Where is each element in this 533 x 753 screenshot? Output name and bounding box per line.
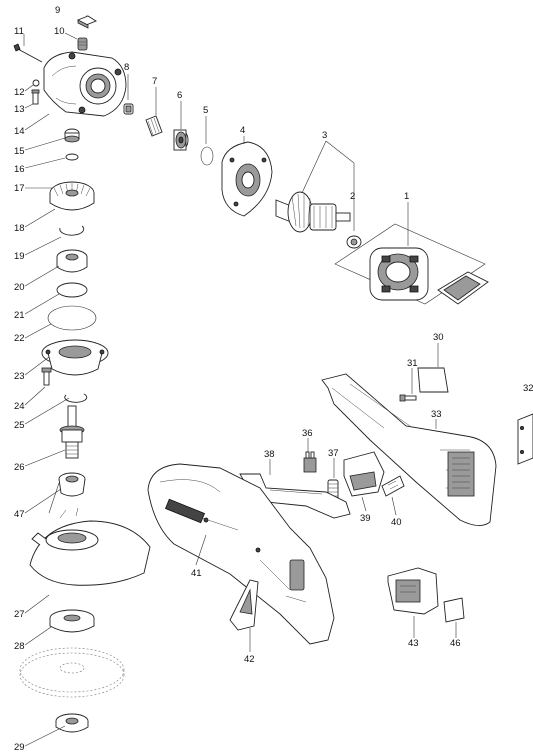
callout-46: 46 [450, 638, 461, 649]
callout-11: 11 [14, 26, 24, 37]
part-5-oring [200, 146, 214, 166]
part-3-armature [275, 191, 351, 233]
part-26-spindle [59, 405, 85, 459]
callout-4: 4 [240, 125, 245, 136]
callout-38: 38 [264, 449, 275, 460]
part-1-stator [334, 223, 489, 305]
callout-18: 18 [14, 223, 25, 234]
part-23-bearing-box [41, 339, 109, 376]
callout-labels: 9 10 11 8 7 12 6 13 5 14 4 3 15 16 17 2 … [14, 5, 533, 753]
callout-21: 21 [14, 310, 25, 321]
callout-14: 14 [14, 126, 25, 137]
callout-20: 20 [14, 282, 25, 293]
part-12-oring [32, 79, 40, 87]
callout-37: 37 [328, 448, 339, 459]
grinding-wheel-dashed [19, 647, 125, 698]
part-7-pinion [145, 115, 163, 137]
part-42-bracket [229, 579, 259, 631]
part-16-ring [65, 153, 79, 161]
callout-30: 30 [433, 332, 444, 343]
part-31-screw [399, 394, 417, 402]
part-2-bearing [346, 235, 362, 249]
part-25-retaining-ring [64, 393, 88, 403]
callout-2: 2 [350, 191, 355, 202]
part-28-inner-flange [49, 609, 95, 633]
callout-10: 10 [54, 26, 65, 37]
callout-8: 8 [124, 62, 129, 73]
part-11-screw [13, 43, 43, 63]
part-39-slider [381, 475, 405, 497]
leader-lines [23, 15, 457, 747]
callout-32: 32 [523, 383, 533, 394]
callout-36: 36 [302, 428, 313, 439]
part-21-ring [56, 282, 88, 298]
callout-5: 5 [203, 105, 208, 116]
callout-33: 33 [431, 409, 442, 420]
callout-25: 25 [14, 420, 25, 431]
part-9-lock-button [77, 15, 97, 29]
part-18-retaining-ring [59, 225, 85, 236]
part-40-switch [343, 451, 385, 497]
callout-39: 40 [391, 517, 402, 528]
part-32-bracket [517, 413, 533, 465]
callout-41: 41 [191, 568, 202, 579]
callout-31: 31 [407, 358, 418, 369]
callout-16: 16 [14, 164, 25, 175]
part-33-housing-half [321, 373, 497, 526]
part-27-wheel-guard [29, 507, 151, 586]
part-4-bearing-plate [221, 141, 273, 217]
callout-29: 29 [14, 742, 25, 753]
part-24-screw [41, 367, 52, 386]
callout-24: 24 [14, 401, 25, 412]
part-15-bearing [64, 128, 80, 143]
part-22-oring [47, 305, 97, 331]
callout-6: 6 [177, 90, 182, 101]
callout-12: 12 [14, 87, 25, 98]
part-29-lock-nut [55, 713, 89, 733]
callout-40: 39 [360, 513, 371, 524]
gear-housing [43, 51, 127, 117]
callout-47: 47 [14, 509, 25, 520]
part-30-plate [417, 367, 449, 393]
callout-22: 22 [14, 333, 25, 344]
callout-9: 9 [55, 5, 60, 16]
callout-1: 1 [404, 191, 409, 202]
callout-28: 28 [14, 641, 25, 652]
callout-15: 15 [14, 146, 25, 157]
part-6-bearing [173, 129, 189, 151]
part-20-ball-bearing [56, 249, 88, 273]
callout-19: 19 [14, 251, 25, 262]
callout-43: 43 [408, 638, 419, 649]
callout-17: 17 [14, 183, 25, 194]
callout-23: 23 [14, 371, 25, 382]
part-41-motor-housing [147, 463, 335, 645]
part-47-cover [58, 472, 86, 497]
callout-13: 13 [14, 104, 25, 115]
part-17-bevel-gear [49, 181, 95, 211]
part-46-sheet [443, 597, 465, 623]
callout-3: 3 [322, 130, 327, 141]
part-10-spring [77, 37, 88, 51]
part-43-holder [387, 567, 439, 615]
callout-42: 42 [244, 654, 255, 665]
callout-7: 7 [152, 76, 157, 87]
part-13-pin [31, 89, 40, 105]
part-8-nut [123, 103, 134, 115]
callout-27: 27 [14, 609, 25, 620]
callout-26: 26 [14, 462, 25, 473]
part-36-terminal [303, 451, 317, 473]
